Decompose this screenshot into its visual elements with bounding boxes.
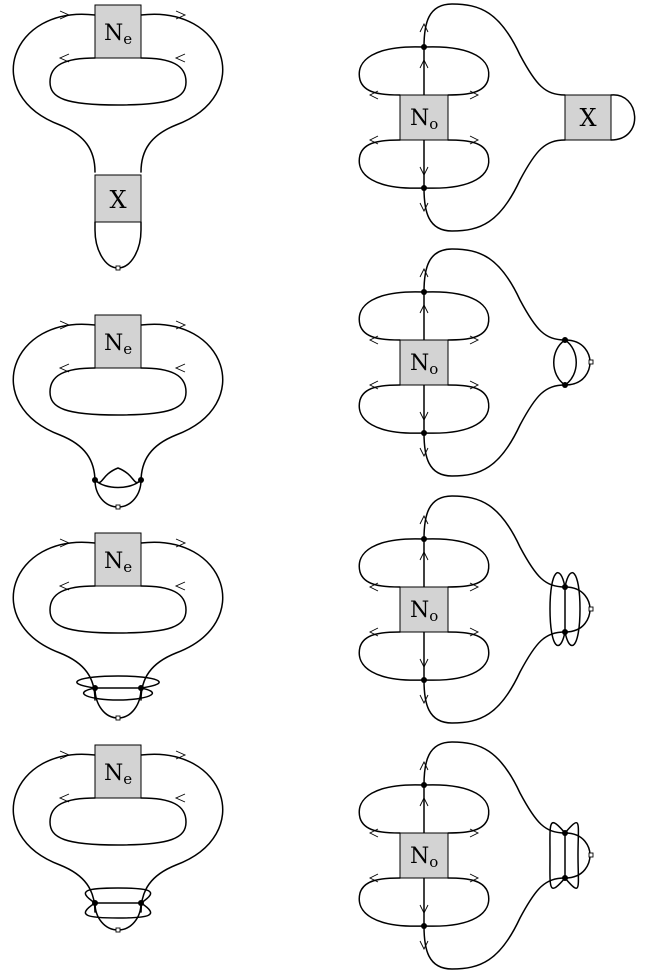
panel-even-bubble: Ne bbox=[12, 314, 224, 510]
panel-even-twist: Ne bbox=[12, 744, 224, 933]
ne-label: Ne bbox=[104, 549, 132, 576]
ne-label: Ne bbox=[104, 761, 132, 788]
ne-label: Ne bbox=[104, 331, 132, 358]
no-label: No bbox=[410, 844, 438, 871]
panel-odd-bubble: No bbox=[358, 248, 594, 477]
no-label: No bbox=[410, 106, 438, 133]
x-vertex-label: X bbox=[579, 104, 596, 132]
x-vertex-label: X bbox=[109, 186, 126, 214]
ne-label: Ne bbox=[104, 21, 132, 48]
panel-odd-twist: No bbox=[358, 741, 594, 970]
panel-odd-loop: No bbox=[358, 495, 594, 724]
no-label: No bbox=[410, 598, 438, 625]
no-label: No bbox=[410, 351, 438, 378]
panel-even-loop: Ne bbox=[12, 532, 224, 721]
panel-odd-x: X No bbox=[358, 3, 636, 232]
panel-even-x: X Ne bbox=[12, 4, 224, 271]
